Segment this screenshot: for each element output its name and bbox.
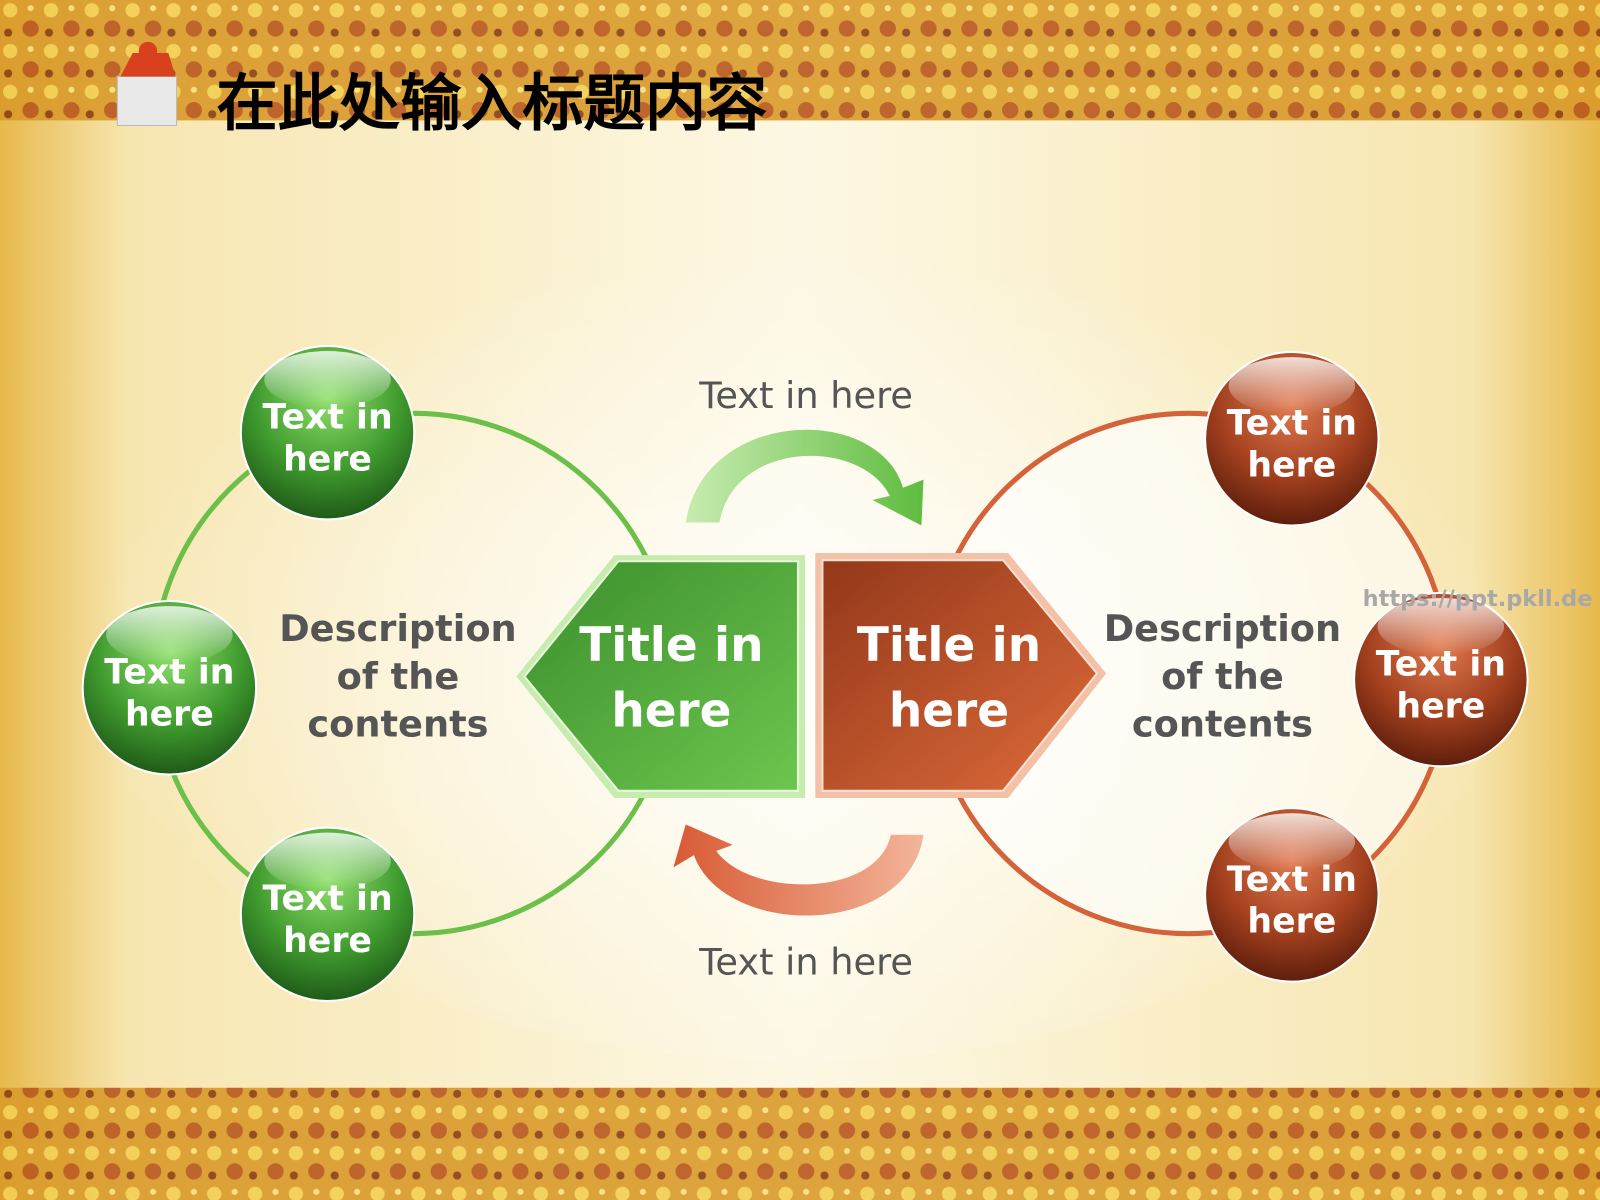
left-description: Description of the contents — [279, 607, 516, 746]
right-title-shape[interactable]: Title in here — [815, 553, 1107, 798]
node-shine — [264, 351, 391, 409]
puzzle-cube-icon — [116, 41, 178, 127]
arrow-top-green — [685, 429, 924, 526]
node-label-line1: Text in — [1227, 404, 1357, 444]
right-description: Description of the contents — [1104, 607, 1342, 746]
node-label-line1: Text in — [262, 398, 392, 438]
node-shine — [264, 832, 391, 890]
arrow-top-label: Text in here — [698, 374, 913, 417]
left-desc-line1: Description — [279, 607, 516, 650]
node-label-line2: here — [283, 439, 372, 479]
right-title-line2: here — [889, 684, 1009, 739]
right-desc-line1: Description — [1104, 607, 1342, 650]
node-label-line2: here — [1247, 902, 1336, 942]
node-label-line2: here — [1396, 686, 1485, 726]
arrow-bottom-red — [673, 824, 924, 916]
node-label-line1: Text in — [1376, 645, 1506, 685]
node-label-line1: Text in — [1227, 860, 1357, 900]
page-title: 在此处输入标题内容 — [216, 68, 767, 139]
left-title-line1: Title in — [579, 618, 763, 673]
bottom-floral-border — [0, 1087, 1600, 1200]
left-desc-line3: contents — [307, 703, 488, 746]
node-label-line1: Text in — [262, 879, 392, 919]
node-label-line1: Text in — [104, 653, 234, 693]
node-label-line2: here — [1247, 446, 1336, 486]
node-shine — [1377, 597, 1505, 656]
arrow-bottom-label: Text in here — [698, 940, 913, 983]
right-desc-line3: contents — [1132, 703, 1313, 746]
left-title-shape[interactable]: Title in here — [516, 555, 806, 798]
right-desc-line2: of the — [1161, 655, 1284, 698]
node-shine — [106, 606, 233, 664]
node-label-line2: here — [283, 921, 372, 961]
left-title-line2: here — [611, 684, 731, 739]
left-desc-line2: of the — [337, 655, 460, 698]
node-shine — [1228, 357, 1356, 415]
node-shine — [1228, 813, 1356, 871]
watermark: https://ppt.pkll.de — [1363, 586, 1593, 612]
node-label-line2: here — [125, 695, 214, 735]
top-floral-border — [0, 0, 1600, 121]
right-title-line1: Title in — [857, 618, 1041, 673]
